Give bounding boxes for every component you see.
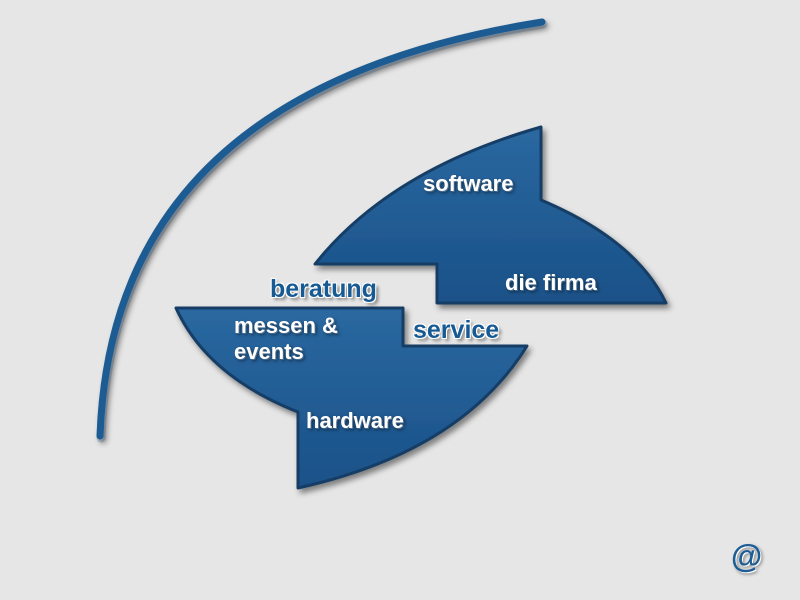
decorative-arc-line (96, 18, 546, 440)
menu-beratung[interactable]: beratung (270, 275, 377, 303)
menu-messen-events[interactable]: messen & events (234, 313, 338, 364)
menu-service[interactable]: service (413, 316, 500, 344)
at-sign-icon[interactable]: @ (731, 538, 763, 574)
lower-arrow-shape[interactable] (174, 306, 529, 490)
menu-software[interactable]: software (423, 171, 514, 196)
menu-die-firma[interactable]: die firma (505, 270, 597, 295)
menu-hardware[interactable]: hardware (306, 408, 404, 433)
upper-arrow-shape[interactable] (313, 125, 668, 305)
